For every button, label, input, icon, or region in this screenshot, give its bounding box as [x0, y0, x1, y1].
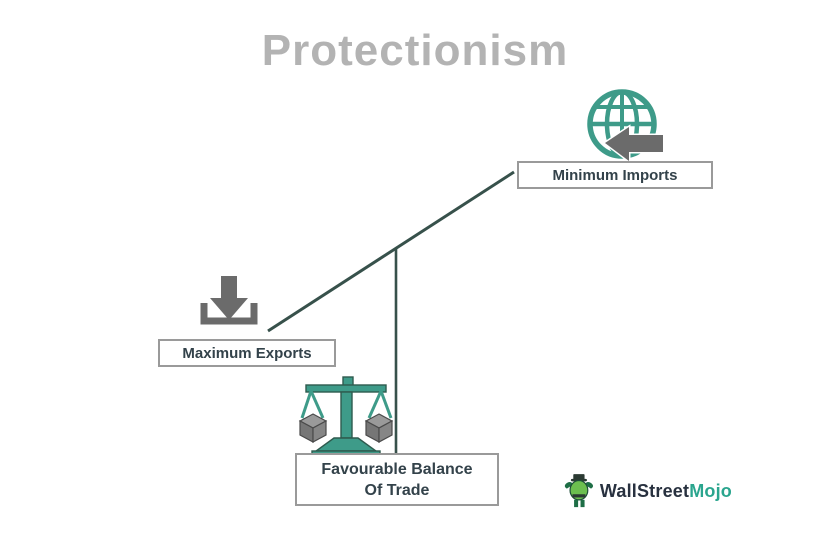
download-arrow-icon [200, 276, 258, 325]
maximum-exports-label-box: Maximum Exports [158, 339, 336, 367]
minimum-imports-label: Minimum Imports [552, 166, 678, 184]
seesaw-lines [267, 170, 515, 453]
logo-text-secondary: Mojo [689, 480, 732, 501]
balance-scale-icon [298, 376, 394, 456]
wallstreetmojo-logo-text: WallStreetMojo [600, 481, 732, 502]
wallstreetmojo-mascot-icon [564, 474, 594, 508]
minimum-imports-label-box: Minimum Imports [517, 161, 713, 189]
diagonal-beam-line [267, 170, 515, 333]
package-right-icon [364, 413, 394, 444]
maximum-exports-label: Maximum Exports [182, 344, 312, 362]
import-arrow-icon [602, 124, 665, 164]
favourable-balance-label-box: Favourable Balance Of Trade [295, 453, 499, 506]
wallstreetmojo-logo: WallStreetMojo [562, 468, 732, 514]
favourable-balance-label: Favourable Balance Of Trade [321, 460, 473, 499]
package-left-icon [298, 413, 328, 444]
logo-text-primary: WallStreet [599, 480, 690, 501]
page-title: Protectionism [261, 26, 569, 75]
